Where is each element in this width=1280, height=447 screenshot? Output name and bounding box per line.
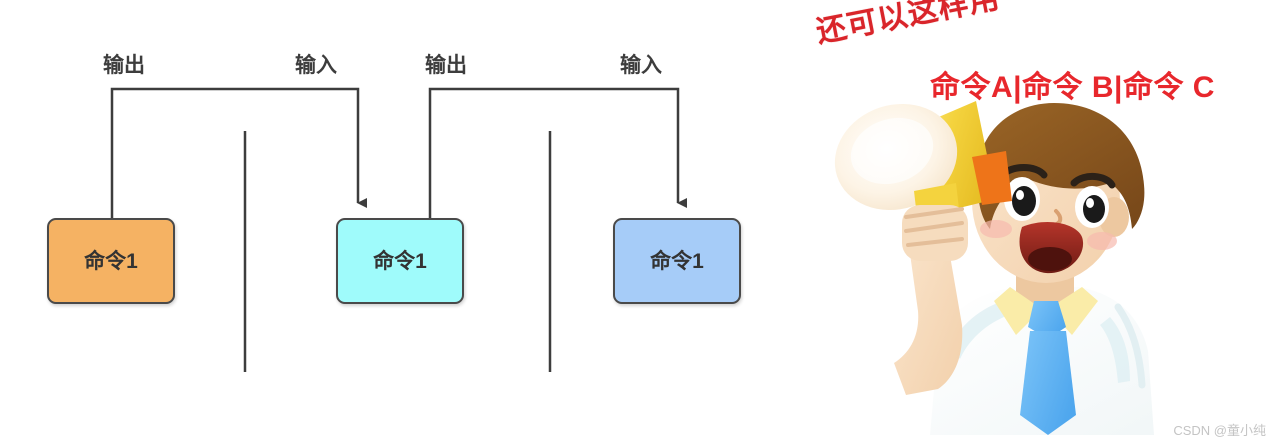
- megaphone-group: [834, 101, 1012, 261]
- megaphone-tip: [972, 151, 1012, 205]
- collar-group: [994, 287, 1098, 335]
- label-output-1: 输出: [103, 54, 145, 77]
- command-box-1: 命令1: [47, 218, 175, 304]
- finger-lines: [904, 207, 964, 247]
- sleeve-seam: [1114, 303, 1146, 389]
- collar-left: [994, 287, 1042, 335]
- command-box-3-label: 命令1: [650, 249, 704, 273]
- headline-text: 还可以这样用: [813, 0, 1003, 50]
- label-output-2: 输出: [425, 54, 467, 77]
- connector-path-1: [110, 87, 367, 218]
- pipeline-command-text: 命令A|命令 B|命令 C: [930, 71, 1215, 104]
- command-box-3: 命令1: [613, 218, 741, 304]
- eye-pupil-right: [1083, 195, 1105, 223]
- eye-highlight-left: [1016, 190, 1024, 200]
- eyebrow-right: [1070, 173, 1116, 189]
- hand-palm: [902, 205, 968, 261]
- tie-group: [1020, 301, 1076, 435]
- label-input-2: 输入: [620, 54, 662, 77]
- pipeline-diagram: 输出 输入 输出 输入 命令1 命令1 命令1: [47, 54, 741, 372]
- command-box-2: 命令1: [336, 218, 464, 304]
- arm-group: [894, 221, 963, 395]
- mouth-inner: [1028, 247, 1072, 271]
- tie-knot: [1028, 301, 1066, 339]
- tie-body: [1020, 331, 1076, 435]
- shirt-shadow-right: [1100, 317, 1130, 383]
- arm-shape: [894, 221, 963, 395]
- megaphone-bell-highlight: [850, 117, 934, 185]
- hand-group: [902, 205, 968, 261]
- head-group: [972, 103, 1145, 283]
- shirt-shadow-left: [950, 299, 1014, 359]
- eye-highlight-right: [1086, 198, 1094, 208]
- collar-right: [1048, 287, 1098, 335]
- command-box-2-label: 命令1: [373, 249, 427, 273]
- label-input-1: 输入: [295, 54, 337, 77]
- eyes-group: [998, 164, 1116, 228]
- watermark-text: CSDN @童小纯: [1173, 423, 1266, 438]
- annotation-area: 还可以这样用 命令A|命令 B|命令 C: [790, 0, 1280, 447]
- diagram-connectors-svg: [110, 87, 687, 372]
- blush-right: [1087, 232, 1117, 250]
- connector-path-2: [428, 87, 687, 218]
- megaphone-person-illustration: [834, 101, 1154, 435]
- blush-left: [980, 220, 1012, 238]
- command-box-1-label: 命令1: [84, 249, 138, 273]
- eye-pupil-left: [1012, 186, 1036, 216]
- hair-shape: [977, 103, 1145, 229]
